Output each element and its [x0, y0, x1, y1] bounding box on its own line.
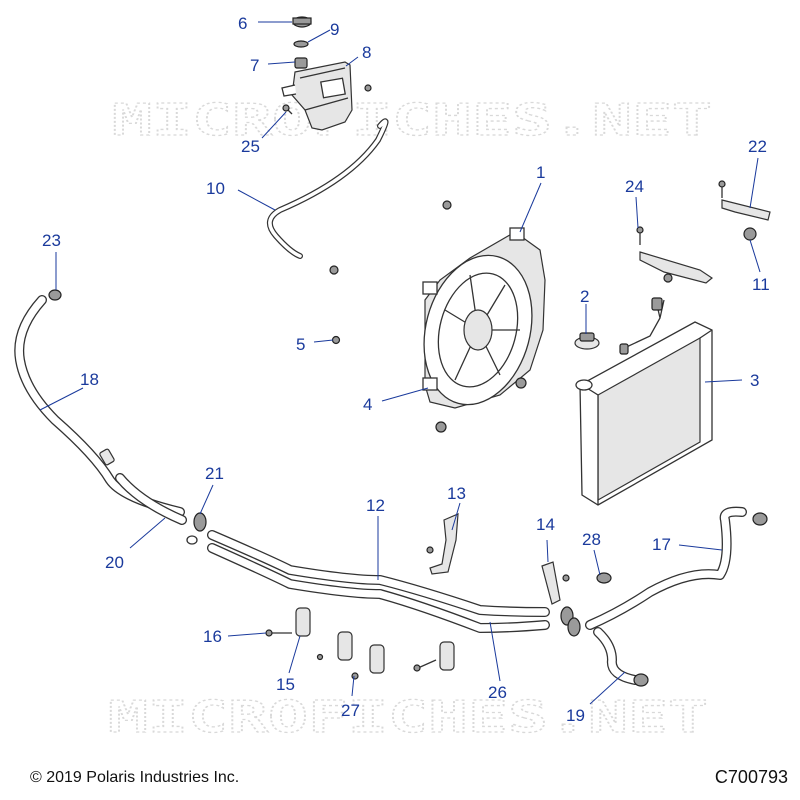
- drawing-number: C700793: [714, 767, 788, 787]
- reservoir-cap: [292, 16, 312, 28]
- coolant-tubes-center: [207, 530, 550, 633]
- overflow-hose: [267, 118, 389, 259]
- callout-13: 13: [447, 484, 466, 503]
- lower-bracket: [636, 226, 714, 284]
- tube-clips: [295, 607, 455, 674]
- callout-5: 5: [296, 335, 305, 354]
- callout-1: 1: [536, 163, 545, 182]
- hose-clamps-28: [560, 572, 612, 637]
- copyright-notice: © 2019 Polaris Industries Inc.: [30, 769, 240, 786]
- callout-12: 12: [366, 496, 385, 515]
- hose-clamp-21: [186, 512, 207, 545]
- reservoir-screw: [282, 104, 293, 115]
- upper-bracket: [718, 180, 771, 221]
- cap-seal: [293, 40, 309, 48]
- callout-25: 25: [241, 137, 260, 156]
- callout-24: 24: [625, 177, 644, 196]
- callout-27: 27: [341, 701, 360, 720]
- callout-15: 15: [276, 675, 295, 694]
- callout-4: 4: [363, 395, 372, 414]
- hose-clamp-top-left: [48, 289, 62, 301]
- callout-11: 11: [752, 275, 770, 294]
- tube-bracket-13: [426, 513, 459, 575]
- reservoir-fitting: [294, 57, 308, 69]
- radiator: [575, 297, 713, 506]
- callout-3: 3: [750, 371, 759, 390]
- hose-clamp-17: [752, 512, 768, 526]
- callout-7: 7: [250, 56, 259, 75]
- callout-labels: 1 2 3 4 5 6 7 8 9 10 11 12 13 14 15 16 1…: [42, 14, 770, 725]
- fan-mount-grommets: [329, 200, 527, 433]
- bleed-fitting: [99, 448, 115, 466]
- clip-bolt: [265, 629, 437, 672]
- callout-22: 22: [748, 137, 767, 156]
- coolant-reservoir: [281, 61, 353, 131]
- callout-18: 18: [80, 370, 99, 389]
- callout-28: 28: [582, 530, 601, 549]
- fan-assembly: [422, 227, 546, 409]
- watermark-top: MICROFICHES.NET: [112, 95, 712, 146]
- callout-23: 23: [42, 231, 61, 250]
- callout-9: 9: [330, 20, 339, 39]
- callout-21: 21: [205, 464, 224, 483]
- callout-14: 14: [536, 515, 555, 534]
- callout-6: 6: [238, 14, 247, 33]
- callout-10: 10: [206, 179, 225, 198]
- leader-lines: [39, 21, 761, 705]
- radiator-cap: [574, 332, 600, 350]
- hose-clamp-19: [633, 673, 649, 687]
- callout-17: 17: [652, 535, 671, 554]
- callout-20: 20: [105, 553, 124, 572]
- watermark-bottom: MICROFICHES.NET: [108, 692, 708, 743]
- bracket-nut: [743, 227, 757, 241]
- small-screw: [364, 84, 372, 92]
- callout-8: 8: [362, 43, 371, 62]
- callout-16: 16: [203, 627, 222, 646]
- callout-26: 26: [488, 683, 507, 702]
- callout-19: 19: [566, 706, 585, 725]
- callout-2: 2: [580, 287, 589, 306]
- coolant-hose-left: [14, 295, 187, 525]
- tube-bracket-14: [541, 561, 570, 605]
- coolant-hose-right: [585, 506, 747, 685]
